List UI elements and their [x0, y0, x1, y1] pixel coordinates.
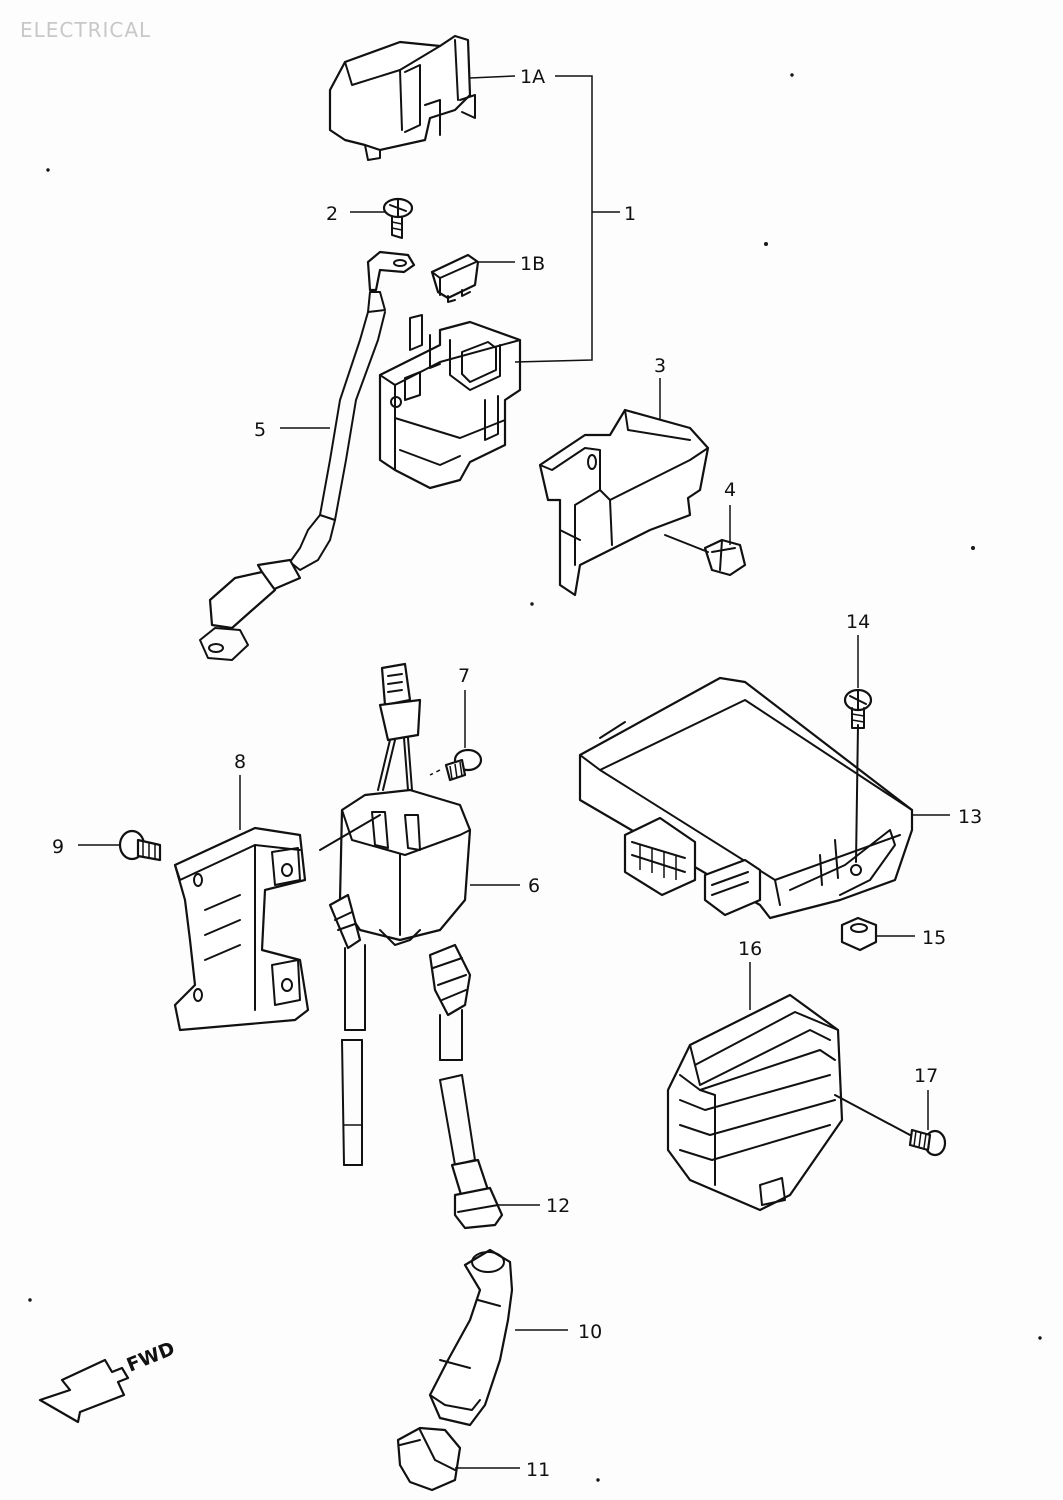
callout-6: 6 — [528, 875, 540, 897]
callout-labels: 1A 1 1B 2 3 4 5 6 7 8 9 10 11 12 13 14 1… — [52, 66, 982, 1481]
part-11-cap — [396, 1426, 462, 1492]
part-9-bolt — [118, 829, 162, 862]
part-1a-relay-cover — [328, 34, 476, 161]
part-12-spark-plug-cap — [439, 1074, 504, 1230]
callout-1a: 1A — [520, 66, 545, 88]
callout-12: 12 — [546, 1195, 570, 1217]
callout-1: 1 — [624, 203, 636, 225]
part-14-screw — [843, 688, 873, 729]
callout-8: 8 — [234, 751, 246, 773]
part-5-starter-cable — [199, 250, 416, 661]
part-15-nut — [840, 916, 878, 952]
callout-14: 14 — [846, 611, 870, 633]
part-3-relay-bracket — [538, 408, 710, 597]
part-17-screw — [834, 1094, 947, 1157]
part-16-regulator-rectifier — [666, 993, 844, 1212]
callout-7: 7 — [458, 665, 470, 687]
part-10-plug-boot — [428, 1248, 514, 1427]
part-6-ignition-coil — [328, 662, 472, 1166]
fwd-arrow-icon — [38, 1358, 130, 1424]
part-8-coil-bracket — [173, 814, 381, 1032]
callout-9: 9 — [52, 836, 64, 858]
part-13-control-unit — [578, 676, 914, 920]
callout-5: 5 — [254, 419, 266, 441]
callout-16: 16 — [738, 938, 762, 960]
callout-17: 17 — [914, 1065, 938, 1087]
callout-13: 13 — [958, 806, 982, 828]
callout-3: 3 — [654, 355, 666, 377]
fwd-label: FWD — [124, 1338, 178, 1377]
part-1b-fuse — [430, 253, 480, 303]
leader-lines — [78, 75, 950, 1469]
part-2-screw — [382, 197, 414, 239]
part-1-starter-relay — [378, 314, 522, 490]
callout-4: 4 — [724, 479, 736, 501]
fwd-direction-indicator: FWD — [38, 1338, 178, 1424]
scan-specks — [28, 73, 1042, 1482]
part-4-bolt — [664, 534, 747, 577]
callout-2: 2 — [326, 203, 338, 225]
callout-15: 15 — [922, 927, 946, 949]
page-title: ELECTRICAL — [20, 18, 152, 42]
callout-10: 10 — [578, 1321, 602, 1343]
callout-1b: 1B — [520, 253, 545, 275]
callout-11: 11 — [526, 1459, 550, 1481]
part-7-screw — [429, 748, 483, 782]
